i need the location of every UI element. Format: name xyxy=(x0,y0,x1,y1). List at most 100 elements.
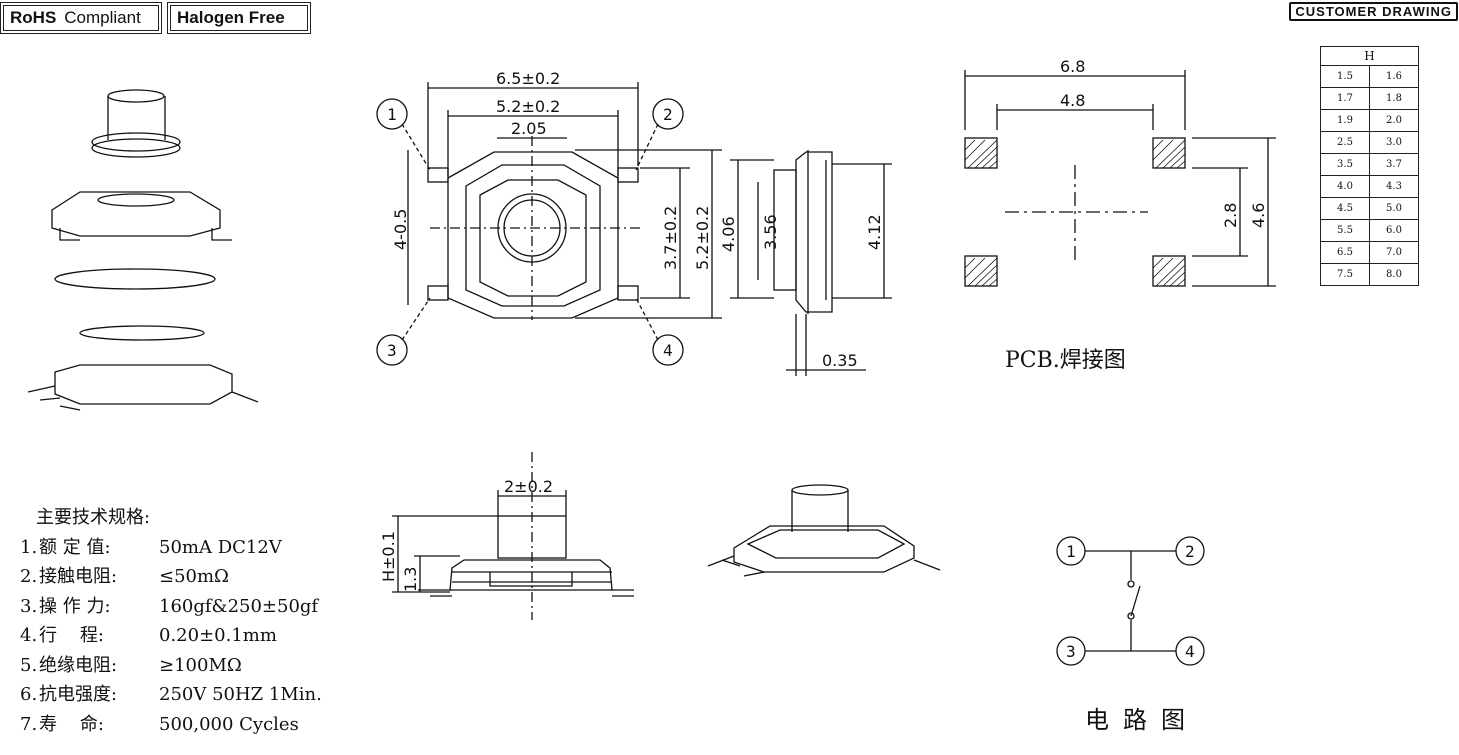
circuit-pin-1: 1 xyxy=(1066,542,1076,561)
pin-label-3: 3 xyxy=(387,341,397,360)
h-table-cell: 4.5 xyxy=(1320,197,1370,220)
spec-value: 50mA DC12V xyxy=(159,536,282,558)
circuit-pin-4: 4 xyxy=(1185,642,1195,661)
h-table-cell: 3.5 xyxy=(1320,153,1370,176)
h-table-cell: 2.0 xyxy=(1369,109,1419,132)
spec-value: 160gf&250±50gf xyxy=(159,595,319,617)
h-table-cell: 1.6 xyxy=(1369,65,1419,88)
dim-pcb-68: 6.8 xyxy=(1060,57,1085,76)
spec-label: 接触电阻: xyxy=(39,566,118,587)
dim-side-412: 4.12 xyxy=(865,214,884,250)
rohs-label: RoHS xyxy=(10,8,57,27)
h-table-cell: 1.5 xyxy=(1320,65,1370,88)
h-table-cell: 5.0 xyxy=(1369,197,1419,220)
dim-pcb-48: 4.8 xyxy=(1060,91,1085,110)
h-table-cell: 4.0 xyxy=(1320,175,1370,198)
dim-front-button: 2±0.2 xyxy=(504,477,553,496)
spec-label: 抗电强度: xyxy=(39,684,118,705)
dim-side-406: 4.06 xyxy=(719,216,738,252)
dim-height-37: 3.7±0.2 xyxy=(661,206,680,270)
pcb-footprint xyxy=(964,70,1276,287)
dim-front-h: H±0.1 xyxy=(379,531,398,582)
spec-value: 500,000 Cycles xyxy=(159,713,299,735)
pcb-caption: PCB.焊接图 xyxy=(1005,348,1126,373)
circuit-caption: 电路图 xyxy=(1085,706,1199,734)
h-table-cell: 1.7 xyxy=(1320,87,1370,110)
spec-num: 5. xyxy=(20,654,38,676)
spec-value: ≤50mΩ xyxy=(159,566,229,587)
dim-top-inner: 5.2±0.2 xyxy=(496,97,560,116)
spec-list: 1.额 定 值:50mA DC12V 2.接触电阻: ≤50mΩ 3.操 作 力: 16… xyxy=(20,533,322,740)
spec-value: ≥100MΩ xyxy=(159,654,242,676)
spec-row: 3.操 作 力: 160gf&250±50gf xyxy=(20,592,322,622)
h-table-cell: 1.9 xyxy=(1320,109,1370,132)
h-table-cell: 1.8 xyxy=(1369,87,1419,110)
h-table-cell: 6.5 xyxy=(1320,241,1370,264)
circuit-pin-2: 2 xyxy=(1185,542,1195,561)
dimension-labels: 6.5±0.2 5.2±0.2 2.05 4-0.5 3.7±0.2 5.2±0… xyxy=(379,57,1268,592)
h-table-cell: 6.0 xyxy=(1369,219,1419,242)
dim-top-button: 2.05 xyxy=(511,119,547,138)
spec-row: 5.绝缘电阻: ≥100MΩ xyxy=(20,651,322,681)
dim-side-035: 0.35 xyxy=(822,351,858,370)
h-table-cell: 2.5 xyxy=(1320,131,1370,154)
spec-label: 绝缘电阻: xyxy=(39,654,118,676)
side-view xyxy=(730,150,892,376)
pin-label-2: 2 xyxy=(663,105,673,124)
spec-num: 7. xyxy=(20,713,38,735)
h-table-cell: 5.5 xyxy=(1320,219,1370,242)
spec-label: 操 作 力: xyxy=(39,595,111,617)
h-table-cell: 7.0 xyxy=(1369,241,1419,264)
spec-label: 寿 命: xyxy=(39,713,104,735)
compliant-label: Compliant xyxy=(64,8,141,27)
h-table-cell: 7.5 xyxy=(1320,263,1370,286)
customer-drawing-stamp: CUSTOMER DRAWING xyxy=(1289,2,1458,21)
spec-row: 7.寿 命: 500,000 Cycles xyxy=(20,710,322,740)
spec-label: 行 程: xyxy=(39,625,104,646)
spec-row: 1.额 定 值:50mA DC12V xyxy=(20,533,322,563)
spec-value: 0.20±0.1mm xyxy=(159,625,277,646)
h-table-cell: 3.7 xyxy=(1369,153,1419,176)
h-table-cell: 8.0 xyxy=(1369,263,1419,286)
circuit-pin-3: 3 xyxy=(1066,642,1076,661)
spec-num: 4. xyxy=(20,625,38,646)
halogen-free-label: Halogen Free xyxy=(170,5,308,31)
spec-row: 6.抗电强度: 250V 50HZ 1Min. xyxy=(20,680,322,710)
spec-title: 主要技术规格: xyxy=(36,507,151,528)
spec-num: 1. xyxy=(20,536,38,558)
dim-height-52: 5.2±0.2 xyxy=(693,206,712,270)
halogen-free-badge: Halogen Free xyxy=(167,2,311,34)
spec-block: 主要技术规格: 1.额 定 值:50mA DC12V 2.接触电阻: ≤50mΩ 3.… xyxy=(20,503,322,739)
pin-number-labels: 1 2 3 4 1 2 3 4 xyxy=(387,105,1195,661)
rohs-compliant-badge: RoHS Compliant xyxy=(0,2,162,34)
dim-top-outer: 6.5±0.2 xyxy=(496,69,560,88)
h-table-cell: 4.3 xyxy=(1369,175,1419,198)
pin-label-4: 4 xyxy=(663,341,673,360)
spec-num: 3. xyxy=(20,595,38,617)
front-view xyxy=(392,452,634,620)
spec-num: 2. xyxy=(20,566,38,587)
h-table-header: H xyxy=(1320,46,1419,66)
spec-num: 6. xyxy=(20,684,38,705)
dim-front-13: 1.3 xyxy=(401,567,420,592)
dim-pcb-46: 4.6 xyxy=(1249,203,1268,228)
spec-row: 2.接触电阻: ≤50mΩ xyxy=(20,562,322,592)
spec-value: 250V 50HZ 1Min. xyxy=(159,684,322,705)
dim-side-356: 3.56 xyxy=(761,214,780,250)
circuit-diagram xyxy=(1056,536,1205,666)
dim-pcb-28: 2.8 xyxy=(1221,203,1240,228)
spec-row: 4.行 程: 0.20±0.1mm xyxy=(20,621,322,651)
